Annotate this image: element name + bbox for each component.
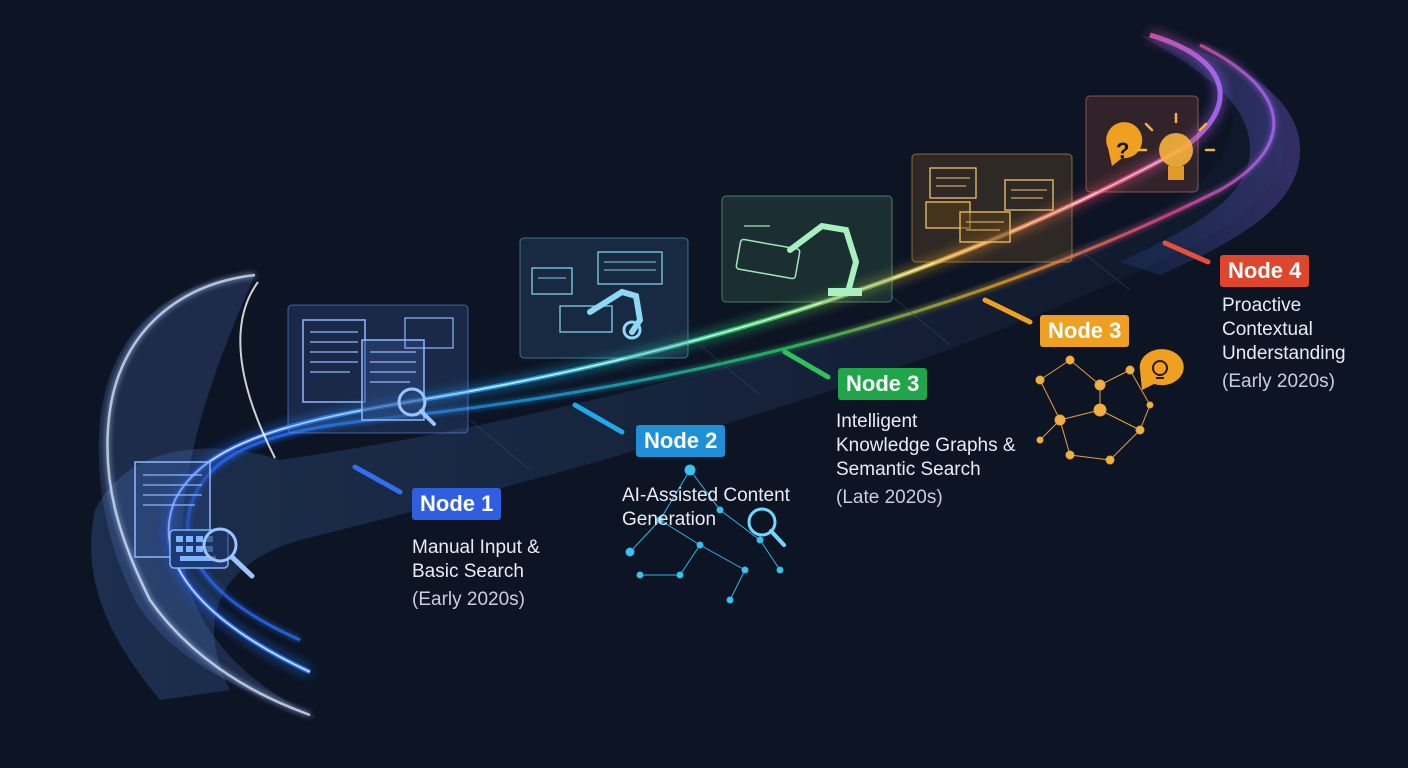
- node-4-line-2: Contextual: [1222, 319, 1313, 340]
- robot-arm-icon: [787, 222, 860, 295]
- node-4-line-1: Proactive: [1222, 295, 1302, 316]
- magnifier-icon: [397, 387, 427, 417]
- node-3-line-2: Knowledge Graphs &: [836, 435, 1016, 456]
- panel-documents: [287, 304, 469, 434]
- node-3-line-1: Intelligent: [836, 411, 918, 432]
- node-3-line-3: Semantic Search: [836, 459, 981, 480]
- node-3-orange-badge: Node 3: [1040, 315, 1130, 347]
- node-4-line-3: Understanding: [1222, 343, 1346, 364]
- ribbon-right-tail: [1120, 35, 1300, 275]
- ribbon-left-arc: [106, 273, 311, 717]
- node-3-era: (Late 2020s): [836, 487, 943, 508]
- node-3-badge: Node 3: [838, 368, 928, 400]
- knowledge-graph-icon: [1035, 355, 1154, 465]
- node-2-label: AI-Assisted Content Generation: [622, 484, 790, 532]
- ribbon-left-curl: [98, 275, 320, 720]
- node-1-label: Manual Input & Basic Search (Early 2020s…: [412, 536, 540, 612]
- panel-robot-content: [519, 237, 689, 359]
- ribbon-glow-inner: [186, 43, 1276, 642]
- panel-proactive: ?: [1085, 95, 1216, 193]
- floor-lines: [469, 249, 1131, 471]
- question-bubble-icon: [1106, 122, 1143, 166]
- ribbon-sheet: [91, 40, 1286, 700]
- node-2-line-1: AI-Assisted Content: [622, 485, 790, 506]
- panel-keyboard-search: [134, 461, 255, 579]
- network-icon: [625, 464, 784, 604]
- ribbon-left-edge: [239, 281, 276, 459]
- node-4-era: (Early 2020s): [1222, 371, 1335, 392]
- document-icon: [361, 339, 425, 421]
- panel-knowledge-docs: [911, 153, 1073, 263]
- lightbulb-icon: [1159, 133, 1193, 167]
- node-1-badge: Node 1: [412, 488, 502, 520]
- lightbulb-bubble-icon: [1139, 349, 1184, 390]
- node-4-label: Proactive Contextual Understanding (Earl…: [1222, 294, 1346, 394]
- svg-text:?: ?: [1116, 138, 1129, 163]
- node-1-line-2: Basic Search: [412, 561, 524, 582]
- node-2-badge: Node 2: [636, 425, 726, 457]
- connector-ticks: [352, 240, 1211, 495]
- node-4-badge: Node 4: [1220, 255, 1310, 287]
- magnifier-icon: [747, 507, 786, 547]
- tablet-icon: [735, 238, 801, 280]
- node-3-label: Intelligent Knowledge Graphs & Semantic …: [836, 410, 1016, 510]
- node-1-era: (Early 2020s): [412, 589, 525, 610]
- panel-robot-tablet: [721, 195, 893, 303]
- node-1-line-1: Manual Input &: [412, 537, 540, 558]
- node-2-line-2: Generation: [622, 509, 717, 530]
- magnifier-icon: [202, 527, 238, 563]
